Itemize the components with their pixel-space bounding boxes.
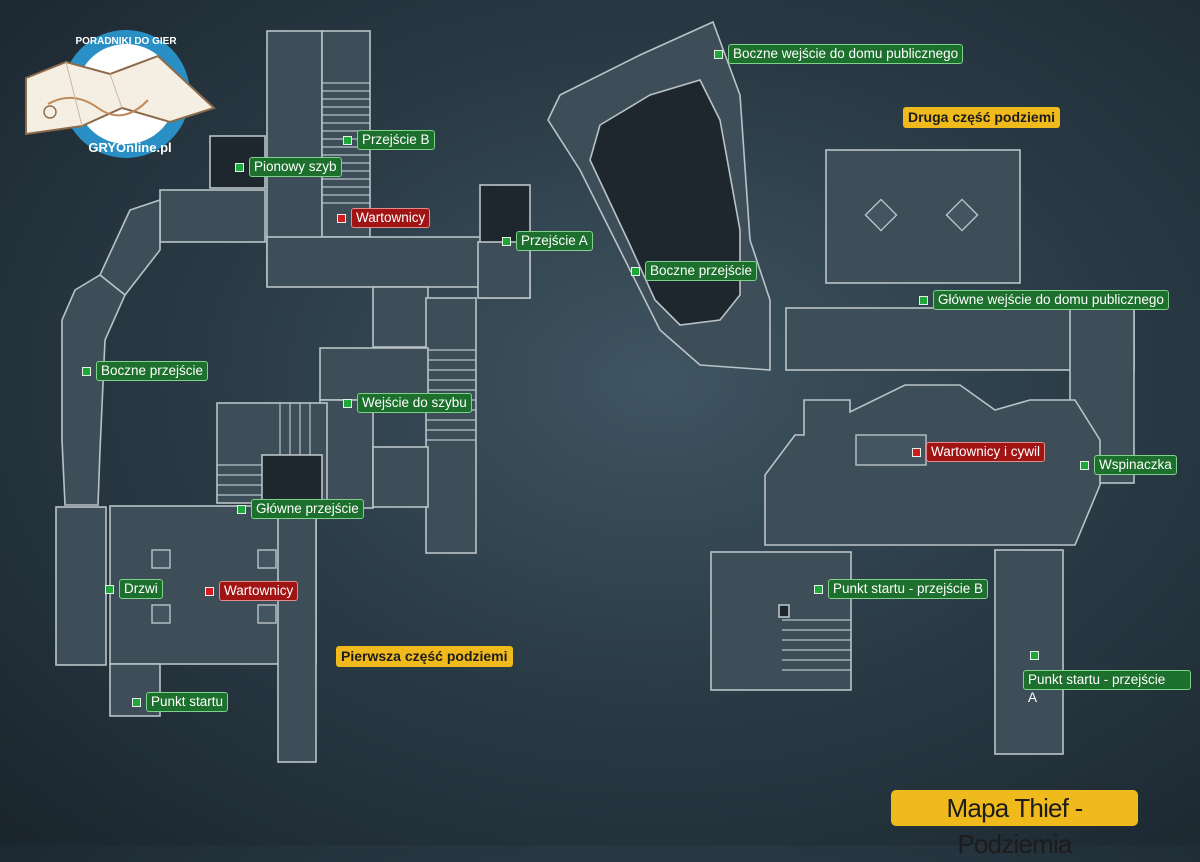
passage-icon [1080,460,1089,470]
section-label-first: Pierwsza część podziemi [336,646,513,667]
marker-label: Punkt startu [146,692,229,712]
marker-boczne-przejscie-2[interactable]: Boczne przejście [82,361,209,381]
guards-icon [912,447,921,457]
marker-przejscie-b[interactable]: Przejście B [343,130,435,150]
marker-pionowy-szyb[interactable]: Pionowy szyb [235,157,342,177]
passage-icon [132,697,141,707]
passage-icon [82,366,91,376]
marker-label: Główne wejście do domu publicznego [933,290,1169,310]
marker-label: Punkt startu - przejście [1023,670,1191,690]
marker-label: Przejście A [516,231,593,251]
marker-wspinaczka[interactable]: Wspinaczka [1080,455,1177,475]
gryonline-logo: PORADNIKI DO GIER GRYOnline.pl [25,30,216,158]
marker-label: Wartownicy [219,581,299,601]
passage-icon [343,398,352,408]
passage-icon [631,266,640,276]
marker-label: Boczne przejście [645,261,758,281]
passage-icon [814,584,823,594]
passage-icon [105,584,114,594]
marker-przejscie-a[interactable]: Przejście A [502,231,593,251]
marker-punkt-startu-b[interactable]: Punkt startu - przejście B [814,579,989,599]
marker-boczne-przejscie-1[interactable]: Boczne przejście [631,261,758,281]
marker-wartownicy-2[interactable]: Wartownicy [205,581,299,601]
passage-icon [714,49,723,59]
logo-top-text: PORADNIKI DO GIER [75,36,177,47]
marker-label: Wejście do szybu [357,393,472,413]
canal-area [547,20,771,371]
guards-icon [205,586,214,596]
passage-icon [235,162,244,172]
marker-label: Wartownicy [351,208,431,228]
marker-glowne-wejscie-dom[interactable]: Główne wejście do domu publicznego [919,290,1169,310]
marker-drzwi[interactable]: Drzwi [105,579,163,599]
marker-wejscie-do-szybu[interactable]: Wejście do szybu [343,393,472,413]
logo-bottom-text: GRYOnline.pl [88,140,171,155]
marker-label-suffix: A [1028,690,1038,705]
marker-label: Przejście B [357,130,435,150]
marker-label: Punkt startu - przejście B [828,579,989,599]
passage-icon [237,504,246,514]
marker-wartownicy-i-cywil[interactable]: Wartownicy i cywil [912,442,1046,462]
marker-label: Wartownicy i cywil [926,442,1046,462]
marker-label: Boczne przejście [96,361,209,381]
passage-icon [343,135,352,145]
second-part-rooms [710,149,1135,755]
marker-label: Główne przejście [251,499,364,519]
passage-icon [502,236,511,246]
marker-punkt-startu[interactable]: Punkt startu [132,692,229,712]
marker-boczne-wejscie-dom[interactable]: Boczne wejście do domu publicznego [714,44,964,64]
passage-icon [919,295,928,305]
marker-glowne-przejscie[interactable]: Główne przejście [237,499,364,519]
marker-wartownicy-1[interactable]: Wartownicy [337,208,431,228]
guards-icon [337,213,346,223]
section-label-second: Druga część podziemi [903,107,1061,128]
passage-icon [1030,651,1039,660]
marker-label: Boczne wejście do domu publicznego [728,44,964,64]
marker-label: Drzwi [119,579,163,599]
marker-label: Pionowy szyb [249,157,342,177]
marker-label: Wspinaczka [1094,455,1177,475]
map-title: Mapa Thief - Podziemia [891,790,1138,859]
